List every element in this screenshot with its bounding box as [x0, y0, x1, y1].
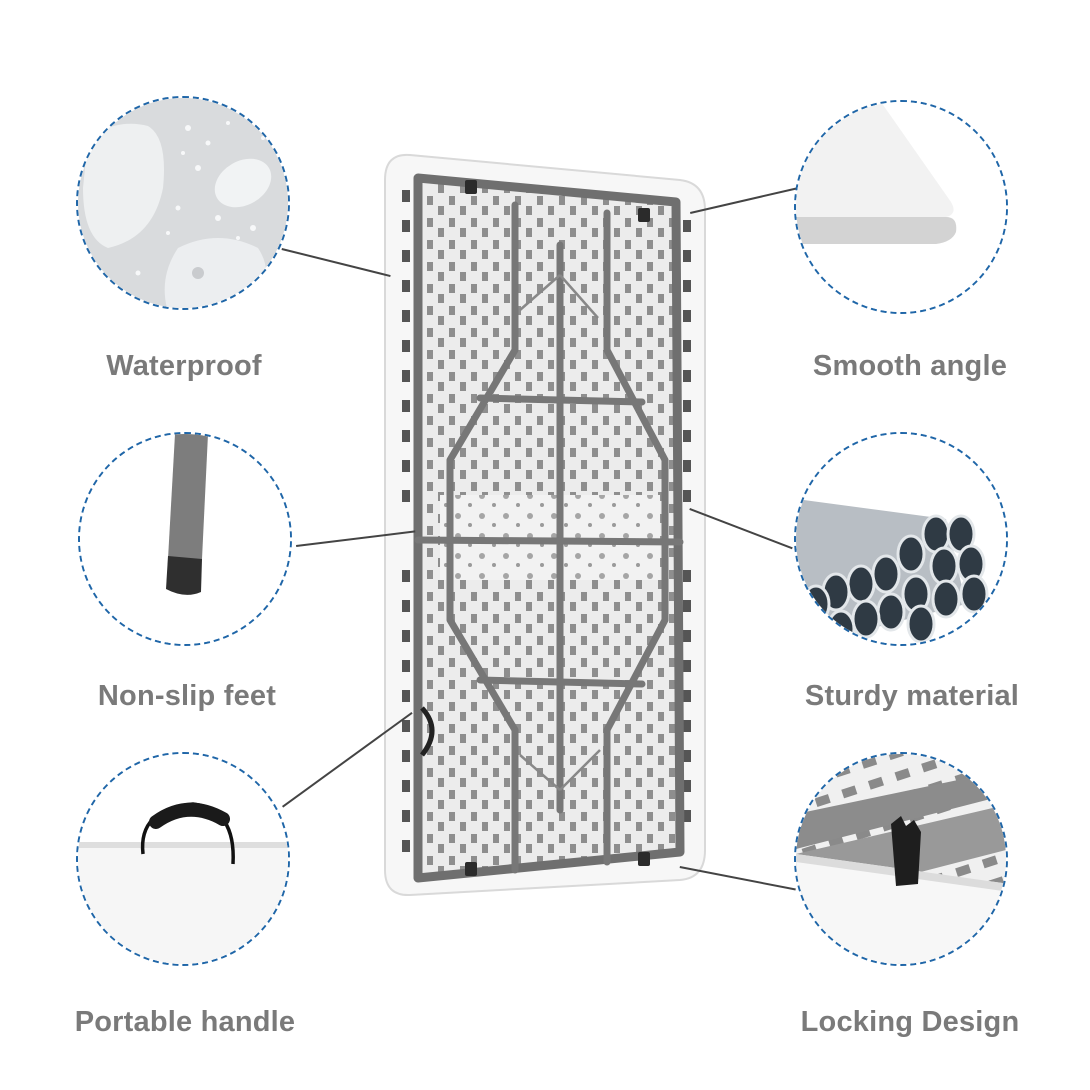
table-underside-icon	[384, 153, 706, 897]
steel-tubes-icon	[796, 434, 1006, 644]
callout-locking-design	[794, 752, 1008, 966]
feature-label-waterproof: Waterproof	[106, 350, 262, 382]
water-droplets-icon	[78, 98, 288, 308]
callout-sturdy-material	[794, 432, 1008, 646]
leader-line-waterproof	[281, 248, 391, 277]
lock-clip-icon	[796, 754, 1006, 964]
feature-label-locking-design: Locking Design	[800, 1006, 1020, 1038]
folding-table-image	[380, 150, 710, 910]
feature-label-portable-handle: Portable handle	[74, 1006, 296, 1038]
callout-non-slip-feet	[78, 432, 292, 646]
callout-portable-handle	[76, 752, 290, 966]
feature-label-sturdy-material: Sturdy material	[804, 680, 1020, 712]
feature-label-non-slip-feet: Non-slip feet	[97, 680, 277, 712]
leg-foot-cap-icon	[80, 434, 290, 644]
callout-smooth-angle	[794, 100, 1008, 314]
carry-handle-icon	[78, 754, 288, 964]
feature-label-smooth-angle: Smooth angle	[812, 350, 1008, 382]
rounded-corner-icon	[796, 102, 1006, 312]
callout-waterproof	[76, 96, 290, 310]
